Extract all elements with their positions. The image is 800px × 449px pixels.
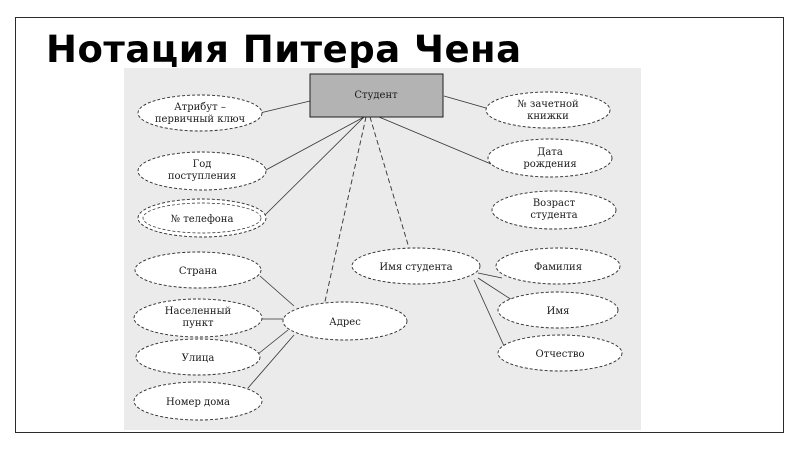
attribute-record-book: № зачетной книжки xyxy=(485,91,611,129)
attribute-admission-year-line2: поступления xyxy=(168,171,236,182)
attribute-birth-date-line2: рождения xyxy=(523,159,576,170)
attribute-phone: № телефона xyxy=(137,198,267,238)
edge-address-street xyxy=(257,329,289,355)
edge-entity-birth-date xyxy=(378,116,492,165)
attribute-student-name-label: Имя студента xyxy=(379,262,452,273)
attribute-house-number-label: Номер дома xyxy=(166,397,230,408)
attribute-age-line2: студента xyxy=(530,210,577,221)
attribute-first-name: Имя xyxy=(497,291,619,329)
attribute-surname-label: Фамилия xyxy=(534,262,582,273)
attribute-primary-key: Атрибут – первичный ключ xyxy=(137,94,263,132)
edge-entity-phone xyxy=(263,116,365,217)
attribute-patronymic: Отчество xyxy=(497,334,623,372)
edge-address-country xyxy=(259,275,295,307)
attribute-address: Адрес xyxy=(282,301,408,341)
edge-address-house xyxy=(247,334,295,389)
edge-entity-address xyxy=(323,116,367,307)
attribute-settlement-line2: пункт xyxy=(183,318,214,329)
entity-student: Студент xyxy=(309,73,444,118)
attribute-address-label: Адрес xyxy=(329,317,361,328)
attribute-settlement-line1: Населенный xyxy=(165,306,232,317)
attribute-house-number: Номер дома xyxy=(133,381,263,421)
er-diagram-canvas: Студент Атрибут – первичный ключ Год пос… xyxy=(133,73,623,421)
attribute-age-line1: Возраст xyxy=(533,198,576,209)
attribute-birth-date: Дата рождения xyxy=(487,138,613,178)
attribute-patronymic-label: Отчество xyxy=(535,349,584,360)
attribute-admission-year-line1: Год xyxy=(193,159,212,170)
attribute-student-name: Имя студента xyxy=(351,247,481,285)
connectors xyxy=(247,95,513,389)
attribute-street-label: Улица xyxy=(182,353,215,364)
attribute-first-name-label: Имя xyxy=(547,306,570,317)
attribute-record-book-line1: № зачетной xyxy=(517,99,579,110)
attribute-street: Улица xyxy=(135,338,261,376)
edge-name-first xyxy=(477,277,513,301)
attribute-surname: Фамилия xyxy=(495,247,621,285)
attribute-primary-key-line1: Атрибут – xyxy=(174,102,226,113)
attribute-record-book-line2: книжки xyxy=(527,111,569,122)
er-diagram: Студент Атрибут – первичный ключ Год пос… xyxy=(124,68,641,430)
entity-label: Студент xyxy=(354,90,398,101)
attribute-country-label: Страна xyxy=(179,266,217,277)
slide-title: Нотация Питера Чена xyxy=(46,28,522,71)
edge-entity-record-book xyxy=(443,95,487,109)
edge-name-patronymic xyxy=(473,279,505,347)
attribute-birth-date-line1: Дата xyxy=(537,147,563,158)
attribute-age: Возраст студента xyxy=(491,190,617,230)
edge-entity-key xyxy=(259,100,311,114)
edge-name-surname xyxy=(477,272,503,279)
edge-entity-student-name xyxy=(369,116,410,249)
attribute-country: Страна xyxy=(134,251,262,289)
attribute-admission-year: Год поступления xyxy=(137,151,267,191)
edge-entity-year xyxy=(263,116,365,172)
attribute-primary-key-line2: первичный ключ xyxy=(155,114,246,125)
attribute-phone-label: № телефона xyxy=(171,214,234,225)
attribute-settlement: Населенный пункт xyxy=(133,298,263,338)
